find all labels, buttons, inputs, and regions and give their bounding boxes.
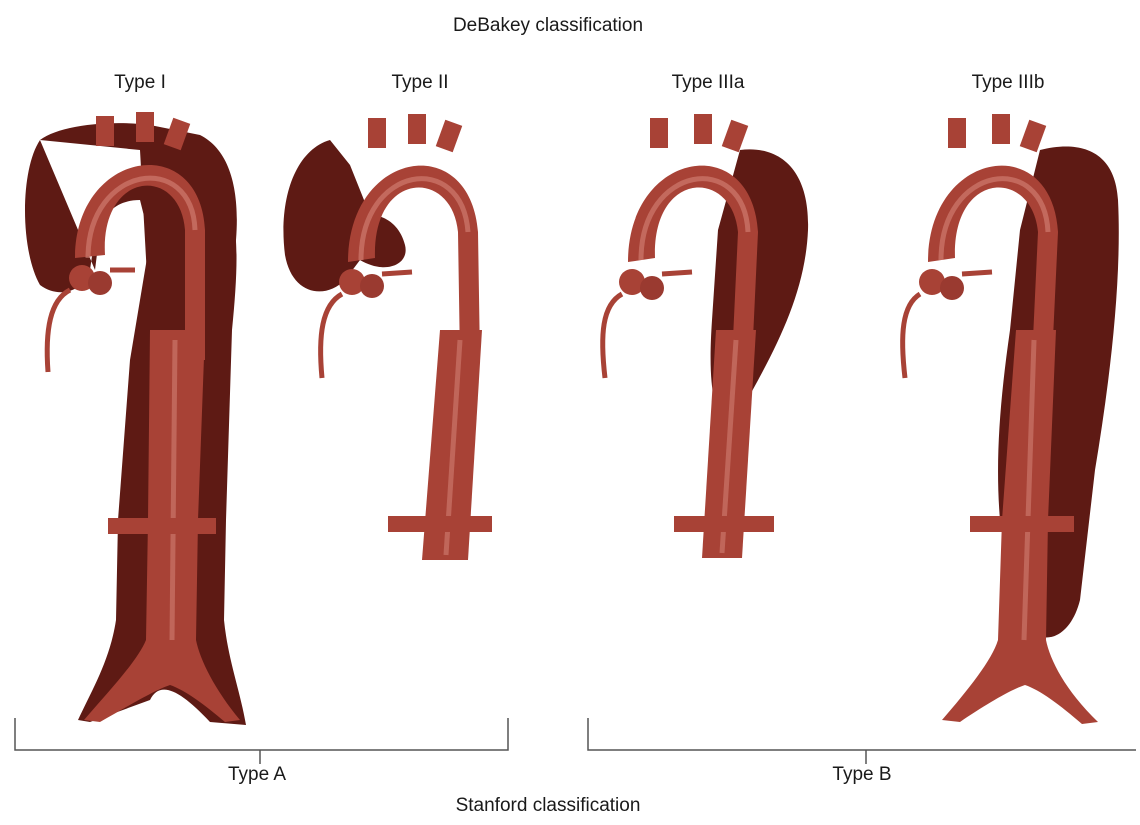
aorta-type-iiia: [603, 114, 808, 558]
stanford-type-b-label: Type B: [832, 764, 891, 786]
aorta-type-iiib: [903, 114, 1119, 724]
stanford-title: Stanford classification: [456, 795, 641, 817]
bracket-type-b: [588, 718, 1136, 764]
stanford-type-a-label: Type A: [228, 764, 286, 786]
false-lumen-type-ii: [283, 140, 405, 291]
aorta-type-ii: [283, 114, 492, 560]
aorta-type-i: [25, 112, 246, 725]
bracket-type-a: [15, 718, 508, 764]
